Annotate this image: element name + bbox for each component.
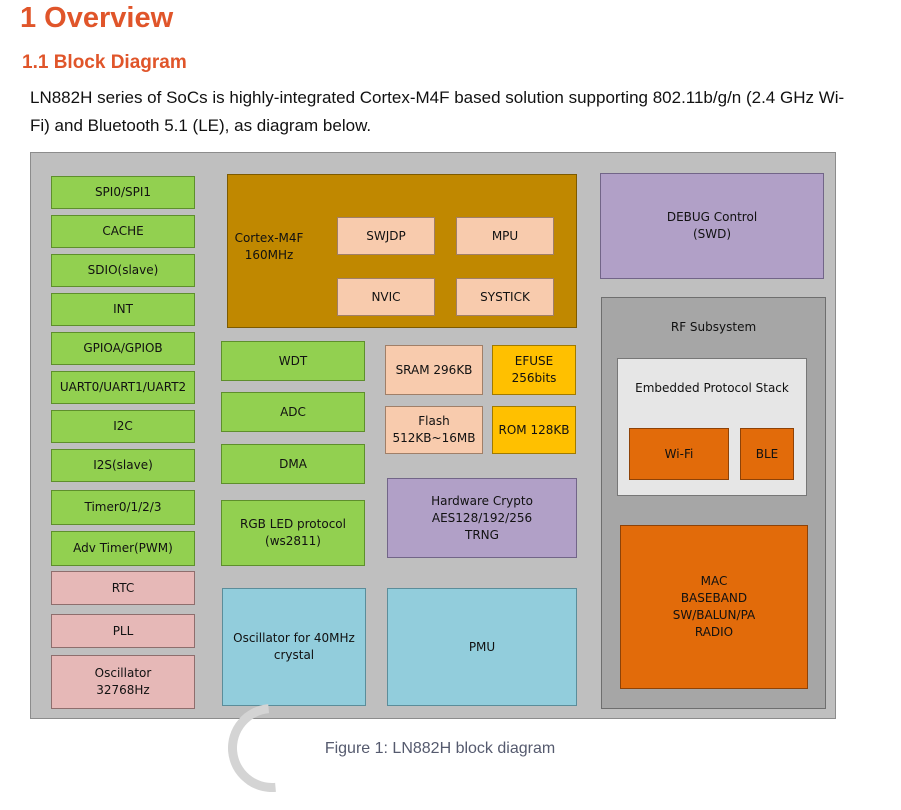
block-rom: ROM 128KB [492,406,576,454]
block-cache: CACHE [51,215,195,248]
block-wifi: Wi-Fi [629,428,729,480]
block-int: INT [51,293,195,326]
block-timer: Timer0/1/2/3 [51,490,195,525]
core-label: Cortex-M4F 160MHz [234,231,304,262]
block-swjdp: SWJDP [337,217,435,255]
block-mac-radio: MAC BASEBAND SW/BALUN/PA RADIO [620,525,808,689]
block-flash: Flash 512KB~16MB [385,406,483,454]
block-rgb-led: RGB LED protocol (ws2811) [221,500,365,566]
block-uart: UART0/UART1/UART2 [51,371,195,404]
page-title: 1 Overview [20,2,174,34]
block-debug-control: DEBUG Control (SWD) [600,173,824,279]
block-diagram: SPI0/SPI1 CACHE SDIO(slave) INT GPIOA/GP… [30,152,836,719]
block-wdt: WDT [221,341,365,381]
block-adc: ADC [221,392,365,432]
block-systick: SYSTICK [456,278,554,316]
block-rtc: RTC [51,571,195,605]
block-ble: BLE [740,428,794,480]
block-oscillator-40m: Oscillator for 40MHz crystal [222,588,366,706]
block-i2c: I2C [51,410,195,443]
block-nvic: NVIC [337,278,435,316]
block-dma: DMA [221,444,365,484]
rf-subsystem-title: RF Subsystem [670,320,757,334]
block-gpio: GPIOA/GPIOB [51,332,195,365]
block-adv-timer: Adv Timer(PWM) [51,531,195,566]
block-i2s: I2S(slave) [51,449,195,482]
block-efuse: EFUSE 256bits [492,345,576,395]
block-sram: SRAM 296KB [385,345,483,395]
block-hardware-crypto: Hardware Crypto AES128/192/256 TRNG [387,478,577,558]
figure-caption: Figure 1: LN882H block diagram [324,740,556,757]
block-pll: PLL [51,614,195,648]
protocol-stack-title: Embedded Protocol Stack [635,381,789,395]
intro-paragraph: LN882H series of SoCs is highly-integrat… [30,88,845,135]
block-pmu: PMU [387,588,577,706]
block-mpu: MPU [456,217,554,255]
block-oscillator-32k: Oscillator 32768Hz [51,655,195,709]
section-title: 1.1 Block Diagram [22,52,187,73]
block-spi: SPI0/SPI1 [51,176,195,209]
block-sdio: SDIO(slave) [51,254,195,287]
